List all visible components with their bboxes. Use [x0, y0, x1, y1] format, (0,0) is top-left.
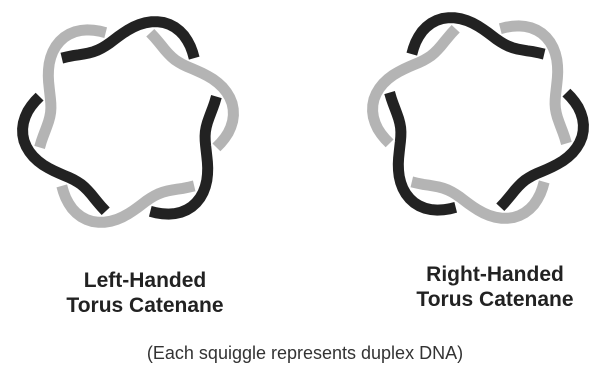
left-label-line1: Left-Handed [20, 268, 270, 293]
left-diagram-label: Left-Handed Torus Catenane [20, 268, 270, 318]
figure-caption: (Each squiggle represents duplex DNA) [0, 343, 610, 364]
right-label-line2: Torus Catenane [380, 287, 610, 312]
right-handed-catenane-svg [350, 0, 610, 250]
right-label-line1: Right-Handed [380, 262, 610, 287]
left-handed-catenane-diagram [0, 0, 260, 250]
right-handed-catenane-diagram [350, 0, 610, 250]
right-diagram-label: Right-Handed Torus Catenane [380, 262, 610, 312]
left-label-line2: Torus Catenane [20, 293, 270, 318]
left-handed-catenane-svg [0, 0, 260, 250]
